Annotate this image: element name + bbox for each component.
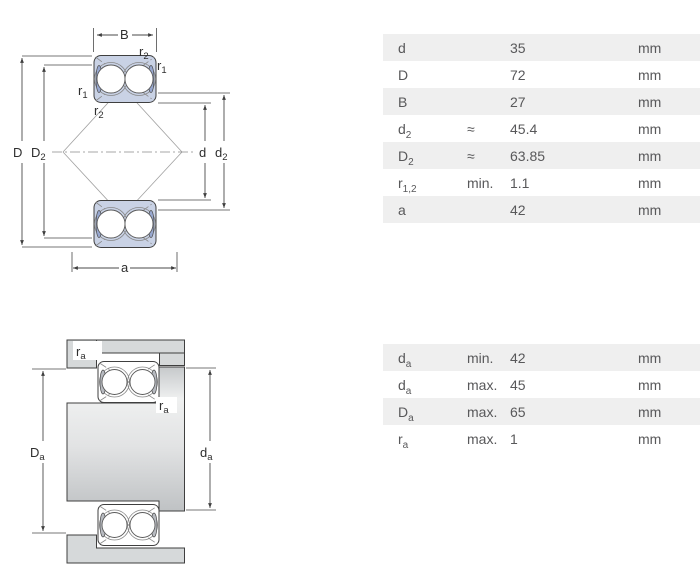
table-row: a 42 mm: [383, 196, 700, 223]
dimension-symbol: ra: [398, 430, 409, 451]
dimension-symbol: d: [398, 39, 406, 56]
table-row: da min. 42 mm: [383, 344, 700, 371]
dimension-unit: mm: [638, 66, 662, 83]
bearing-block-lower-mounted: [98, 505, 159, 546]
dimension-value: 42: [510, 349, 526, 366]
label-Da: Da: [30, 445, 45, 463]
dimension-symbol: d2: [398, 120, 412, 141]
label-d2: d2: [215, 145, 228, 163]
dimension-symbol: da: [398, 376, 412, 397]
housing-bottom: [66, 534, 185, 564]
dimension-unit: mm: [638, 174, 662, 191]
dimension-qualifier: max.: [467, 403, 498, 420]
label-ra-top: ra: [76, 344, 86, 362]
dimension-symbol: B: [398, 93, 408, 110]
dimension-value: 27: [510, 93, 526, 110]
dimension-symbol: Da: [398, 403, 414, 424]
bearing-dimensions-table: d 35 mm D 72 mm B 27 mm d2 ≈ 4: [383, 34, 700, 223]
dimension-qualifier: ≈: [467, 120, 475, 137]
table-row: Da max. 65 mm: [383, 398, 700, 425]
dimension-unit: mm: [638, 201, 662, 218]
table-row: d2 ≈ 45.4 mm: [383, 115, 700, 142]
label-r1-top-right: r1: [157, 58, 167, 76]
label-bore-diameter-d: d: [199, 145, 206, 160]
dimension-unit: mm: [638, 403, 662, 420]
label-r2-top: r2: [139, 44, 149, 62]
dimension-unit: mm: [638, 93, 662, 110]
dimension-unit: mm: [638, 376, 662, 393]
bearing-block-upper-mounted: [98, 362, 159, 403]
dimension-symbol: a: [398, 201, 406, 218]
bearing-technical-drawing: B r2 r1 r1 r2 D D2 d d2 a: [13, 27, 230, 564]
label-D2: D2: [31, 145, 46, 163]
label-r2-left: r2: [94, 103, 104, 121]
table-row: d 35 mm: [383, 34, 700, 61]
dimension-value: 72: [510, 66, 526, 83]
label-width-B: B: [120, 27, 129, 42]
bearing-section-drawing: B r2 r1 r1 r2 D D2 d d2 a: [13, 27, 230, 275]
dimension-value: 42: [510, 201, 526, 218]
dimension-symbol: D2: [398, 147, 414, 168]
dimension-qualifier: min.: [467, 349, 494, 366]
dimension-unit: mm: [638, 39, 662, 56]
dimension-unit: mm: [638, 147, 662, 164]
table-row: ra max. 1 mm: [383, 425, 700, 452]
table-row: B 27 mm: [383, 88, 700, 115]
dimension-qualifier: ≈: [467, 147, 475, 164]
dimension-unit: mm: [638, 349, 662, 366]
dimension-value: 45.4: [510, 120, 538, 137]
dimension-unit: mm: [638, 430, 662, 447]
dimension-value: 63.85: [510, 147, 546, 164]
dimension-qualifier: max.: [467, 376, 498, 393]
table-row: r1,2 min. 1.1 mm: [383, 169, 700, 196]
dimension-qualifier: min.: [467, 174, 494, 191]
dimension-symbol: da: [398, 349, 412, 370]
label-r1-left: r1: [78, 83, 88, 101]
dimension-value: 1: [510, 430, 518, 447]
bearing-block-upper: [94, 56, 156, 103]
dimension-value: 1.1: [510, 174, 530, 191]
dimension-unit: mm: [638, 120, 662, 137]
dimension-value: 45: [510, 376, 526, 393]
label-outer-diameter-D: D: [13, 145, 22, 160]
dimension-tables: d 35 mm D 72 mm B 27 mm d2 ≈ 4: [383, 0, 700, 452]
dimension-qualifier: max.: [467, 430, 498, 447]
label-da: da: [200, 445, 213, 463]
dimension-value: 65: [510, 403, 526, 420]
dimension-symbol: r1,2: [398, 174, 417, 195]
table-row: D 72 mm: [383, 61, 700, 88]
label-pressure-centre-a: a: [121, 260, 129, 275]
abutment-drawing: ra ra Da da: [30, 339, 216, 564]
abutment-dimensions-table: da min. 42 mm da max. 45 mm Da max. 65 m…: [383, 344, 700, 452]
table-row: da max. 45 mm: [383, 371, 700, 398]
table-row: D2 ≈ 63.85 mm: [383, 142, 700, 169]
dimension-value: 35: [510, 39, 526, 56]
bearing-block-lower: [94, 201, 156, 248]
label-ra-shaft: ra: [159, 398, 169, 416]
dimension-symbol: D: [398, 66, 409, 83]
